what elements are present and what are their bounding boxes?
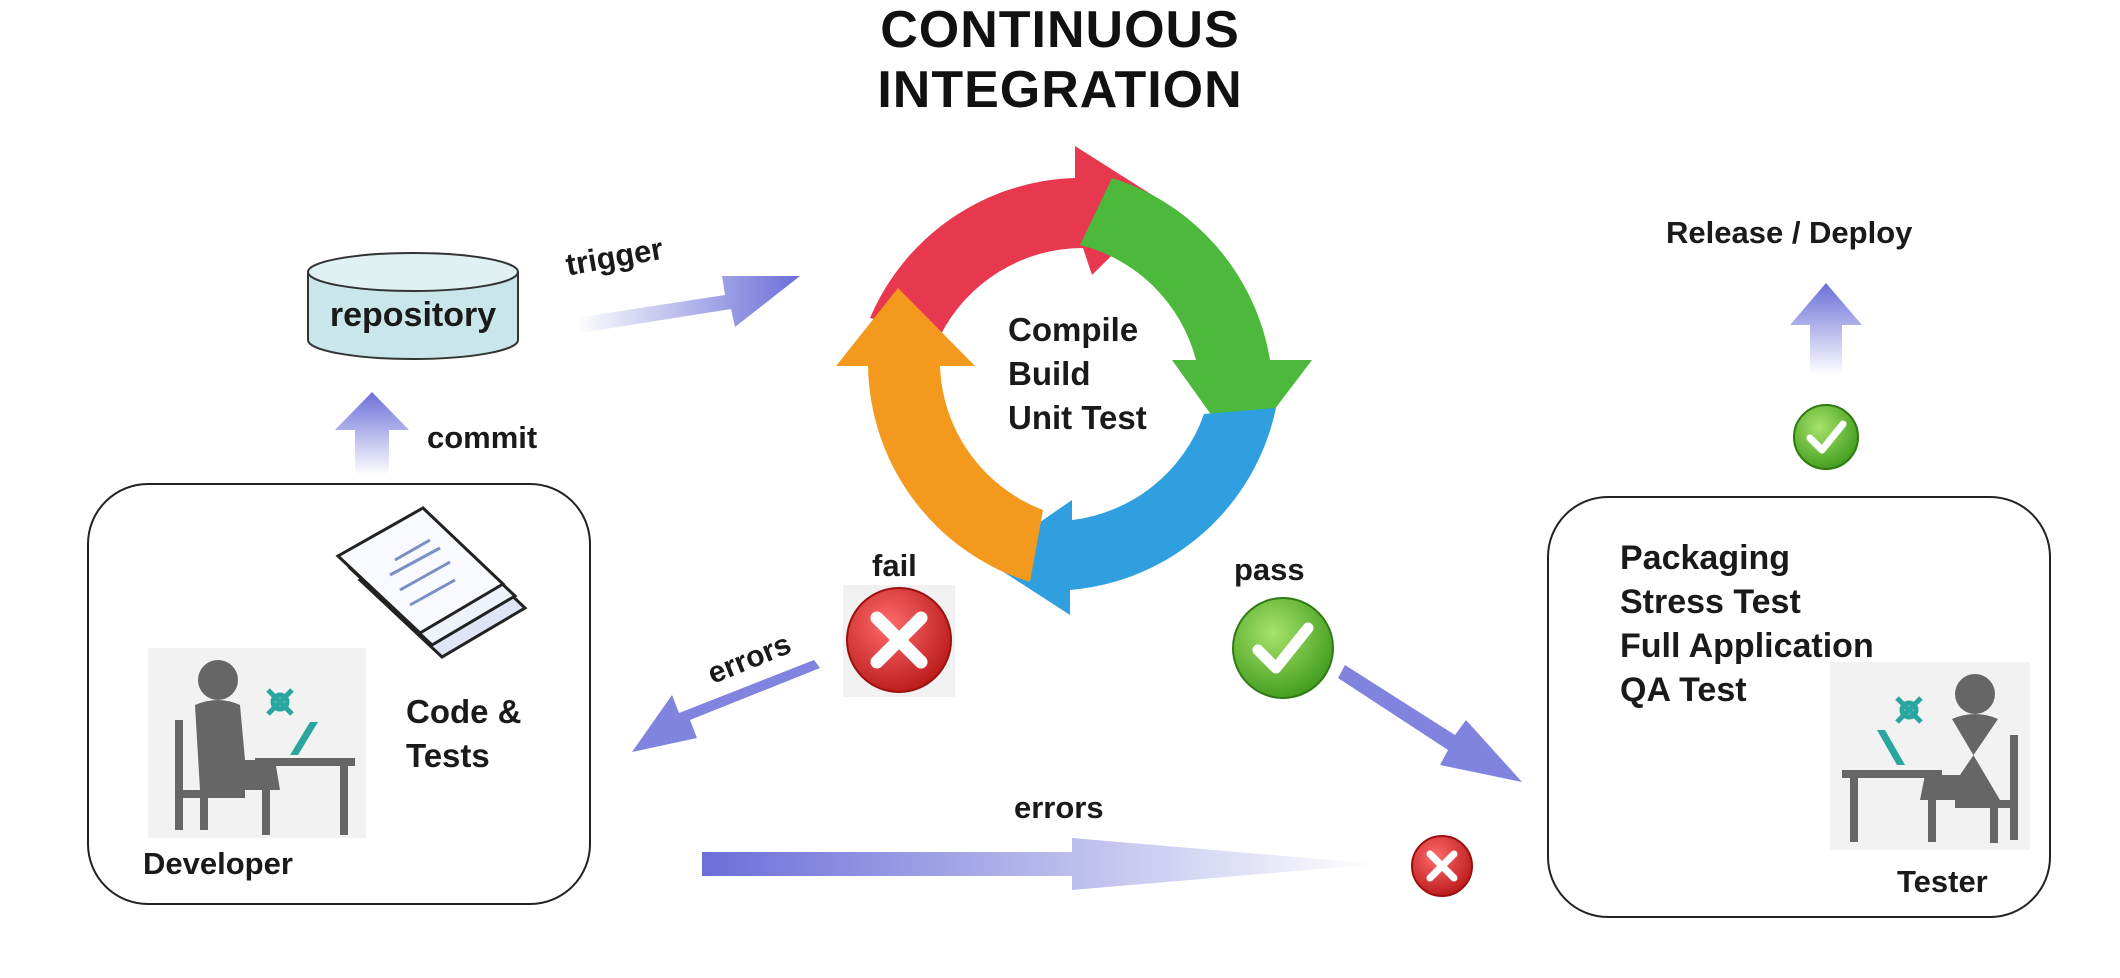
pass-label: pass bbox=[1234, 552, 1305, 587]
tester-tasks: Packaging Stress Test Full Application Q… bbox=[1620, 536, 1874, 712]
developer-label: Developer bbox=[143, 846, 293, 881]
code-tests-label: Code & Tests bbox=[406, 690, 522, 778]
trigger-arrow bbox=[575, 276, 800, 333]
task-full-application: Full Application bbox=[1620, 627, 1874, 665]
errors-bottom-label: errors bbox=[1014, 790, 1104, 825]
cycle-arrow-green bbox=[1080, 178, 1312, 455]
cycle-arrow-blue bbox=[985, 408, 1276, 615]
repository-label: repository bbox=[329, 296, 497, 334]
title-line-2: INTEGRATION bbox=[877, 61, 1243, 119]
cycle-step-unit-test: Unit Test bbox=[1008, 399, 1147, 436]
cycle-step-build: Build bbox=[1008, 355, 1091, 392]
release-label: Release / Deploy bbox=[1666, 215, 1913, 250]
release-arrow bbox=[1790, 283, 1862, 375]
code-tests-line-1: Code & bbox=[406, 693, 522, 730]
release-check-icon bbox=[1793, 404, 1859, 470]
ci-cycle bbox=[836, 146, 1312, 615]
task-packaging: Packaging bbox=[1620, 539, 1791, 577]
errors-fail-arrow bbox=[632, 660, 820, 752]
title-line-1: CONTINUOUS bbox=[880, 1, 1240, 59]
tester-label: Tester bbox=[1897, 864, 1988, 899]
laptop-icon bbox=[290, 722, 318, 755]
pass-check-icon bbox=[1232, 597, 1334, 699]
cycle-step-compile: Compile bbox=[1008, 311, 1139, 348]
task-qa-test: QA Test bbox=[1620, 671, 1747, 709]
task-stress-test: Stress Test bbox=[1620, 583, 1801, 621]
cycle-arrow-orange bbox=[836, 288, 1043, 582]
document-icon bbox=[335, 506, 528, 659]
tester-figure bbox=[1830, 662, 2030, 850]
fail-label: fail bbox=[872, 548, 917, 583]
commit-arrow bbox=[335, 392, 409, 475]
developer-figure bbox=[148, 648, 366, 838]
diagram-title: CONTINUOUS INTEGRATION bbox=[0, 0, 2120, 120]
code-tests-line-2: Tests bbox=[406, 737, 490, 774]
cycle-steps: Compile Build Unit Test bbox=[1008, 308, 1147, 440]
tester-laptop-icon bbox=[1877, 730, 1905, 765]
fail-x-icon bbox=[843, 585, 955, 697]
cycle-arrow-red bbox=[870, 146, 1165, 336]
tester-tools-icon bbox=[1895, 696, 1923, 724]
bottom-x-icon bbox=[1411, 835, 1473, 897]
database-icon bbox=[307, 252, 519, 360]
tools-icon bbox=[266, 688, 294, 716]
errors-bottom-arrow bbox=[702, 838, 1379, 890]
pass-arrow bbox=[1338, 665, 1522, 782]
commit-label: commit bbox=[427, 420, 538, 455]
